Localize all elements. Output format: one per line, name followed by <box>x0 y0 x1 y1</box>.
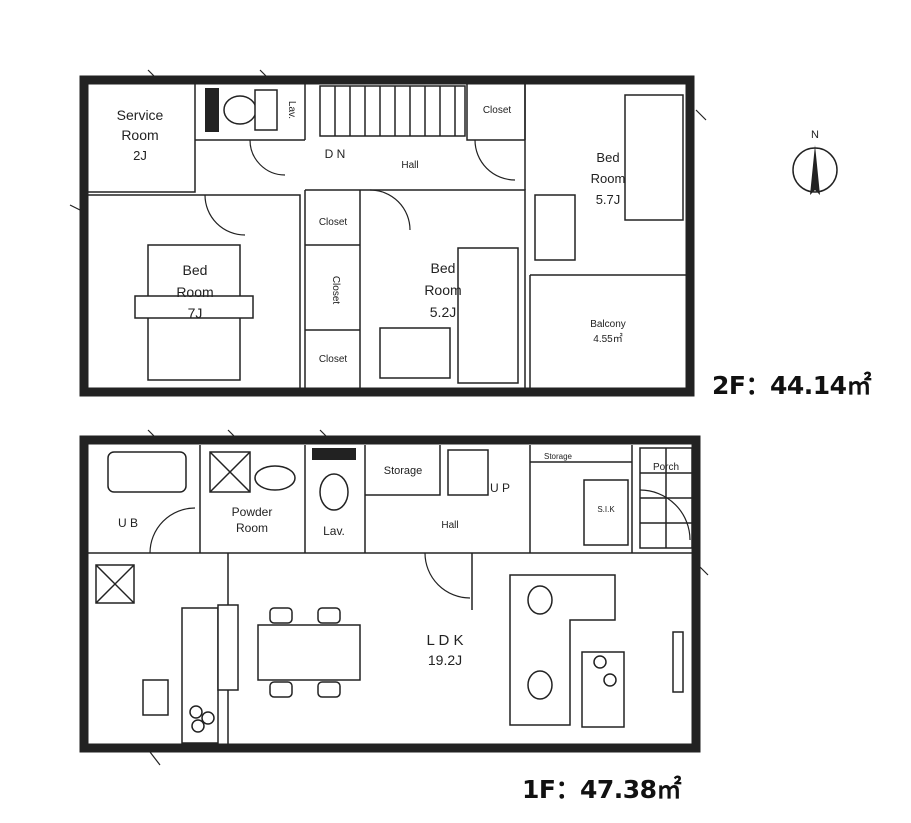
cupboard <box>142 679 169 716</box>
toilet-2f <box>205 88 278 132</box>
compass-north-label: N <box>811 129 819 141</box>
closet-top-label: Closet <box>483 105 512 116</box>
window-1f <box>672 631 684 693</box>
porch-label: Porch <box>653 462 679 473</box>
bathtub <box>107 451 187 493</box>
floor-2-area: 2F：44.14㎡ <box>712 371 872 400</box>
service-room-label-1: Service <box>117 107 164 123</box>
shoe-cabinet-label: S.I.K <box>597 505 615 514</box>
bed-mid-label-1: Bed <box>431 260 456 276</box>
stairs-2f <box>319 85 466 137</box>
sink <box>254 465 296 491</box>
bed-left-label-3: 7J <box>188 305 203 321</box>
bed-mid-label-2: Room <box>424 282 461 298</box>
bed-left-label-1: Bed <box>183 262 208 278</box>
desk-mid <box>379 327 451 379</box>
kitchen-island <box>217 604 239 691</box>
stairs-1f <box>447 449 489 496</box>
floor-1-plan <box>79 429 709 766</box>
closet-1-label: Closet <box>319 217 348 228</box>
dining-table <box>257 624 361 681</box>
floor-2-plan <box>69 69 707 397</box>
ldk-label: L D K <box>427 632 464 649</box>
compass: N <box>792 129 838 195</box>
ub-label: U B <box>118 516 138 530</box>
powder-room-label-2: Room <box>236 521 268 535</box>
floor-1-area: 1F：47.38㎡ <box>522 775 682 804</box>
lav-1f-label: Lav. <box>323 524 345 538</box>
up-label: U P <box>490 481 510 495</box>
shoe-cabinet <box>583 479 629 546</box>
hall-1f-label: Hall <box>441 520 458 531</box>
bed-right-label-2: Room <box>591 171 626 186</box>
hall-2f-label: Hall <box>401 160 418 171</box>
storage-small-label: Storage <box>544 452 573 461</box>
bed-right-label-3: 5.7J <box>596 192 621 207</box>
balcony-label-2: 4.55㎡ <box>593 333 622 345</box>
bed-left-pillow <box>134 295 254 319</box>
lav-2f-label: Lav. <box>286 101 297 119</box>
bed-left-label-2: Room <box>176 284 213 300</box>
bed-right-label-1: Bed <box>596 150 619 165</box>
porch-tiles <box>639 447 693 549</box>
bed-right <box>624 94 684 221</box>
powder-room-label-1: Powder <box>232 505 273 519</box>
desk-right <box>534 194 576 261</box>
balcony-label-1: Balcony <box>590 319 626 330</box>
service-room-label-2: Room <box>121 127 158 143</box>
bed-mid <box>457 247 519 384</box>
closet-2-label: Closet <box>330 276 341 305</box>
bed-mid-label-3: 5.2J <box>430 304 456 320</box>
toilet-1f <box>319 473 349 511</box>
closet-3-label: Closet <box>319 354 348 365</box>
service-room-label-3: 2J <box>133 148 147 163</box>
dn-label: D N <box>325 147 346 161</box>
storage-label: Storage <box>384 465 423 477</box>
ldk-size-label: 19.2J <box>428 652 462 668</box>
